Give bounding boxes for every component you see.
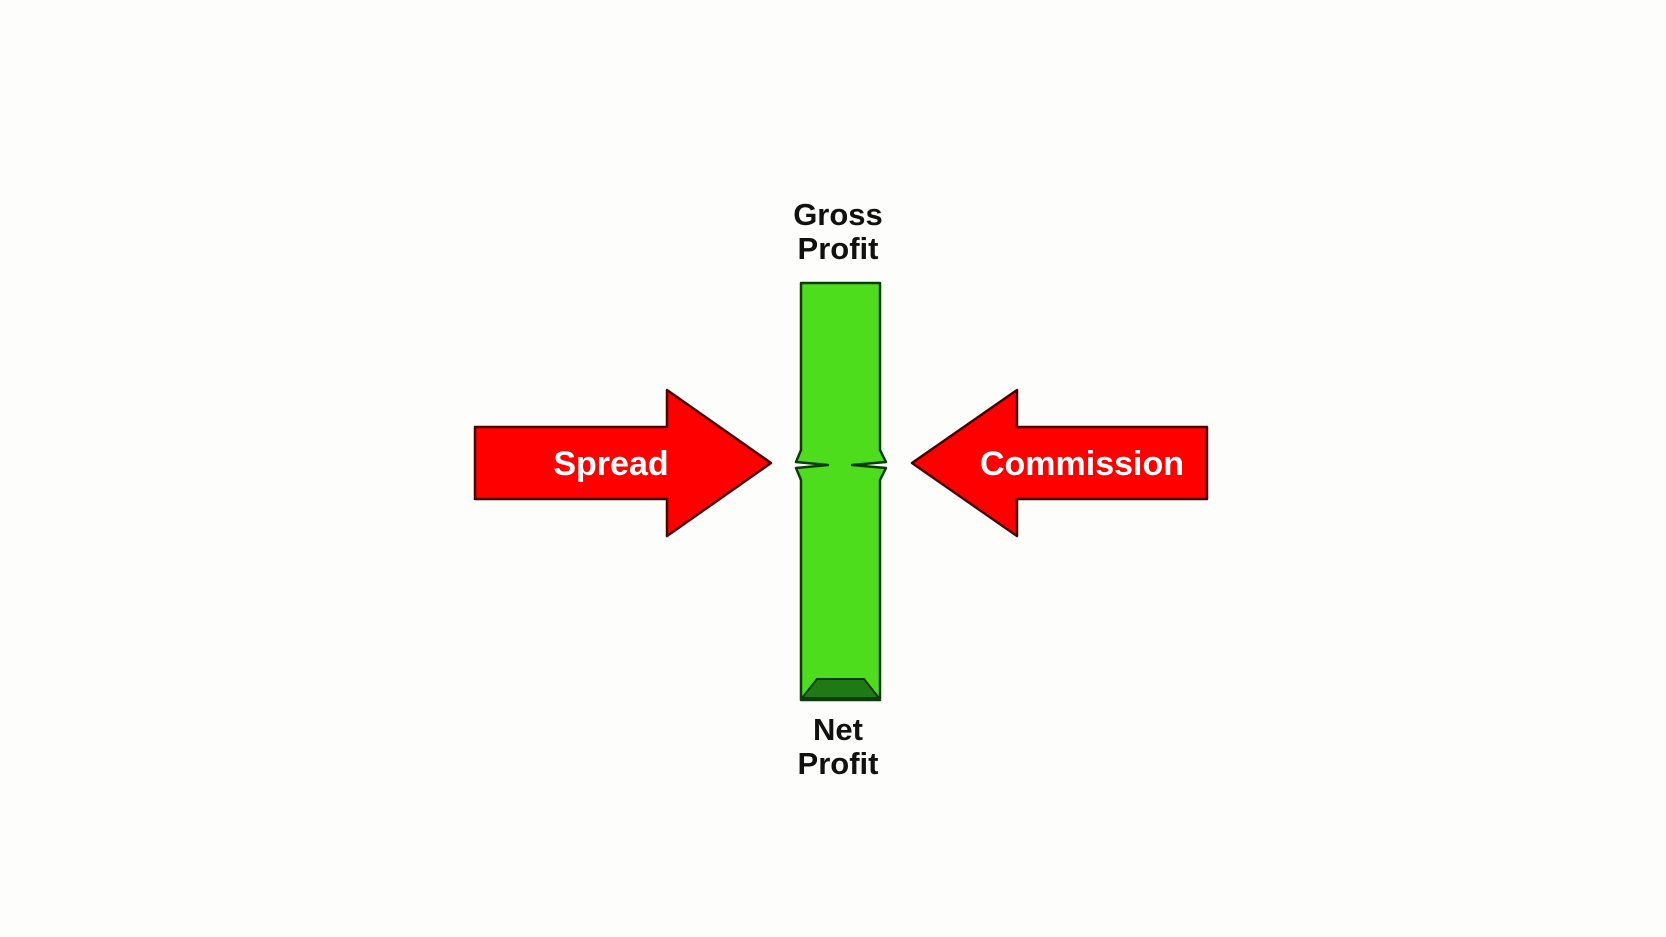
net-profit-label: Net Profit	[738, 713, 938, 781]
commission-arrow-label: Commission	[980, 445, 1184, 483]
spread-arrow	[473, 388, 773, 538]
spread-arrow-label: Spread	[553, 445, 668, 483]
commission-arrow	[910, 388, 1209, 538]
profit-bar-base	[799, 678, 882, 699]
net-profit-label-line-2: Profit	[797, 746, 879, 781]
gross-profit-label: Gross Profit	[738, 198, 938, 266]
net-profit-label-line-1: Net	[813, 712, 863, 747]
gross-profit-label-line-1: Gross	[793, 197, 883, 232]
profit-bar	[794, 281, 888, 702]
gross-profit-label-line-2: Profit	[797, 231, 879, 266]
